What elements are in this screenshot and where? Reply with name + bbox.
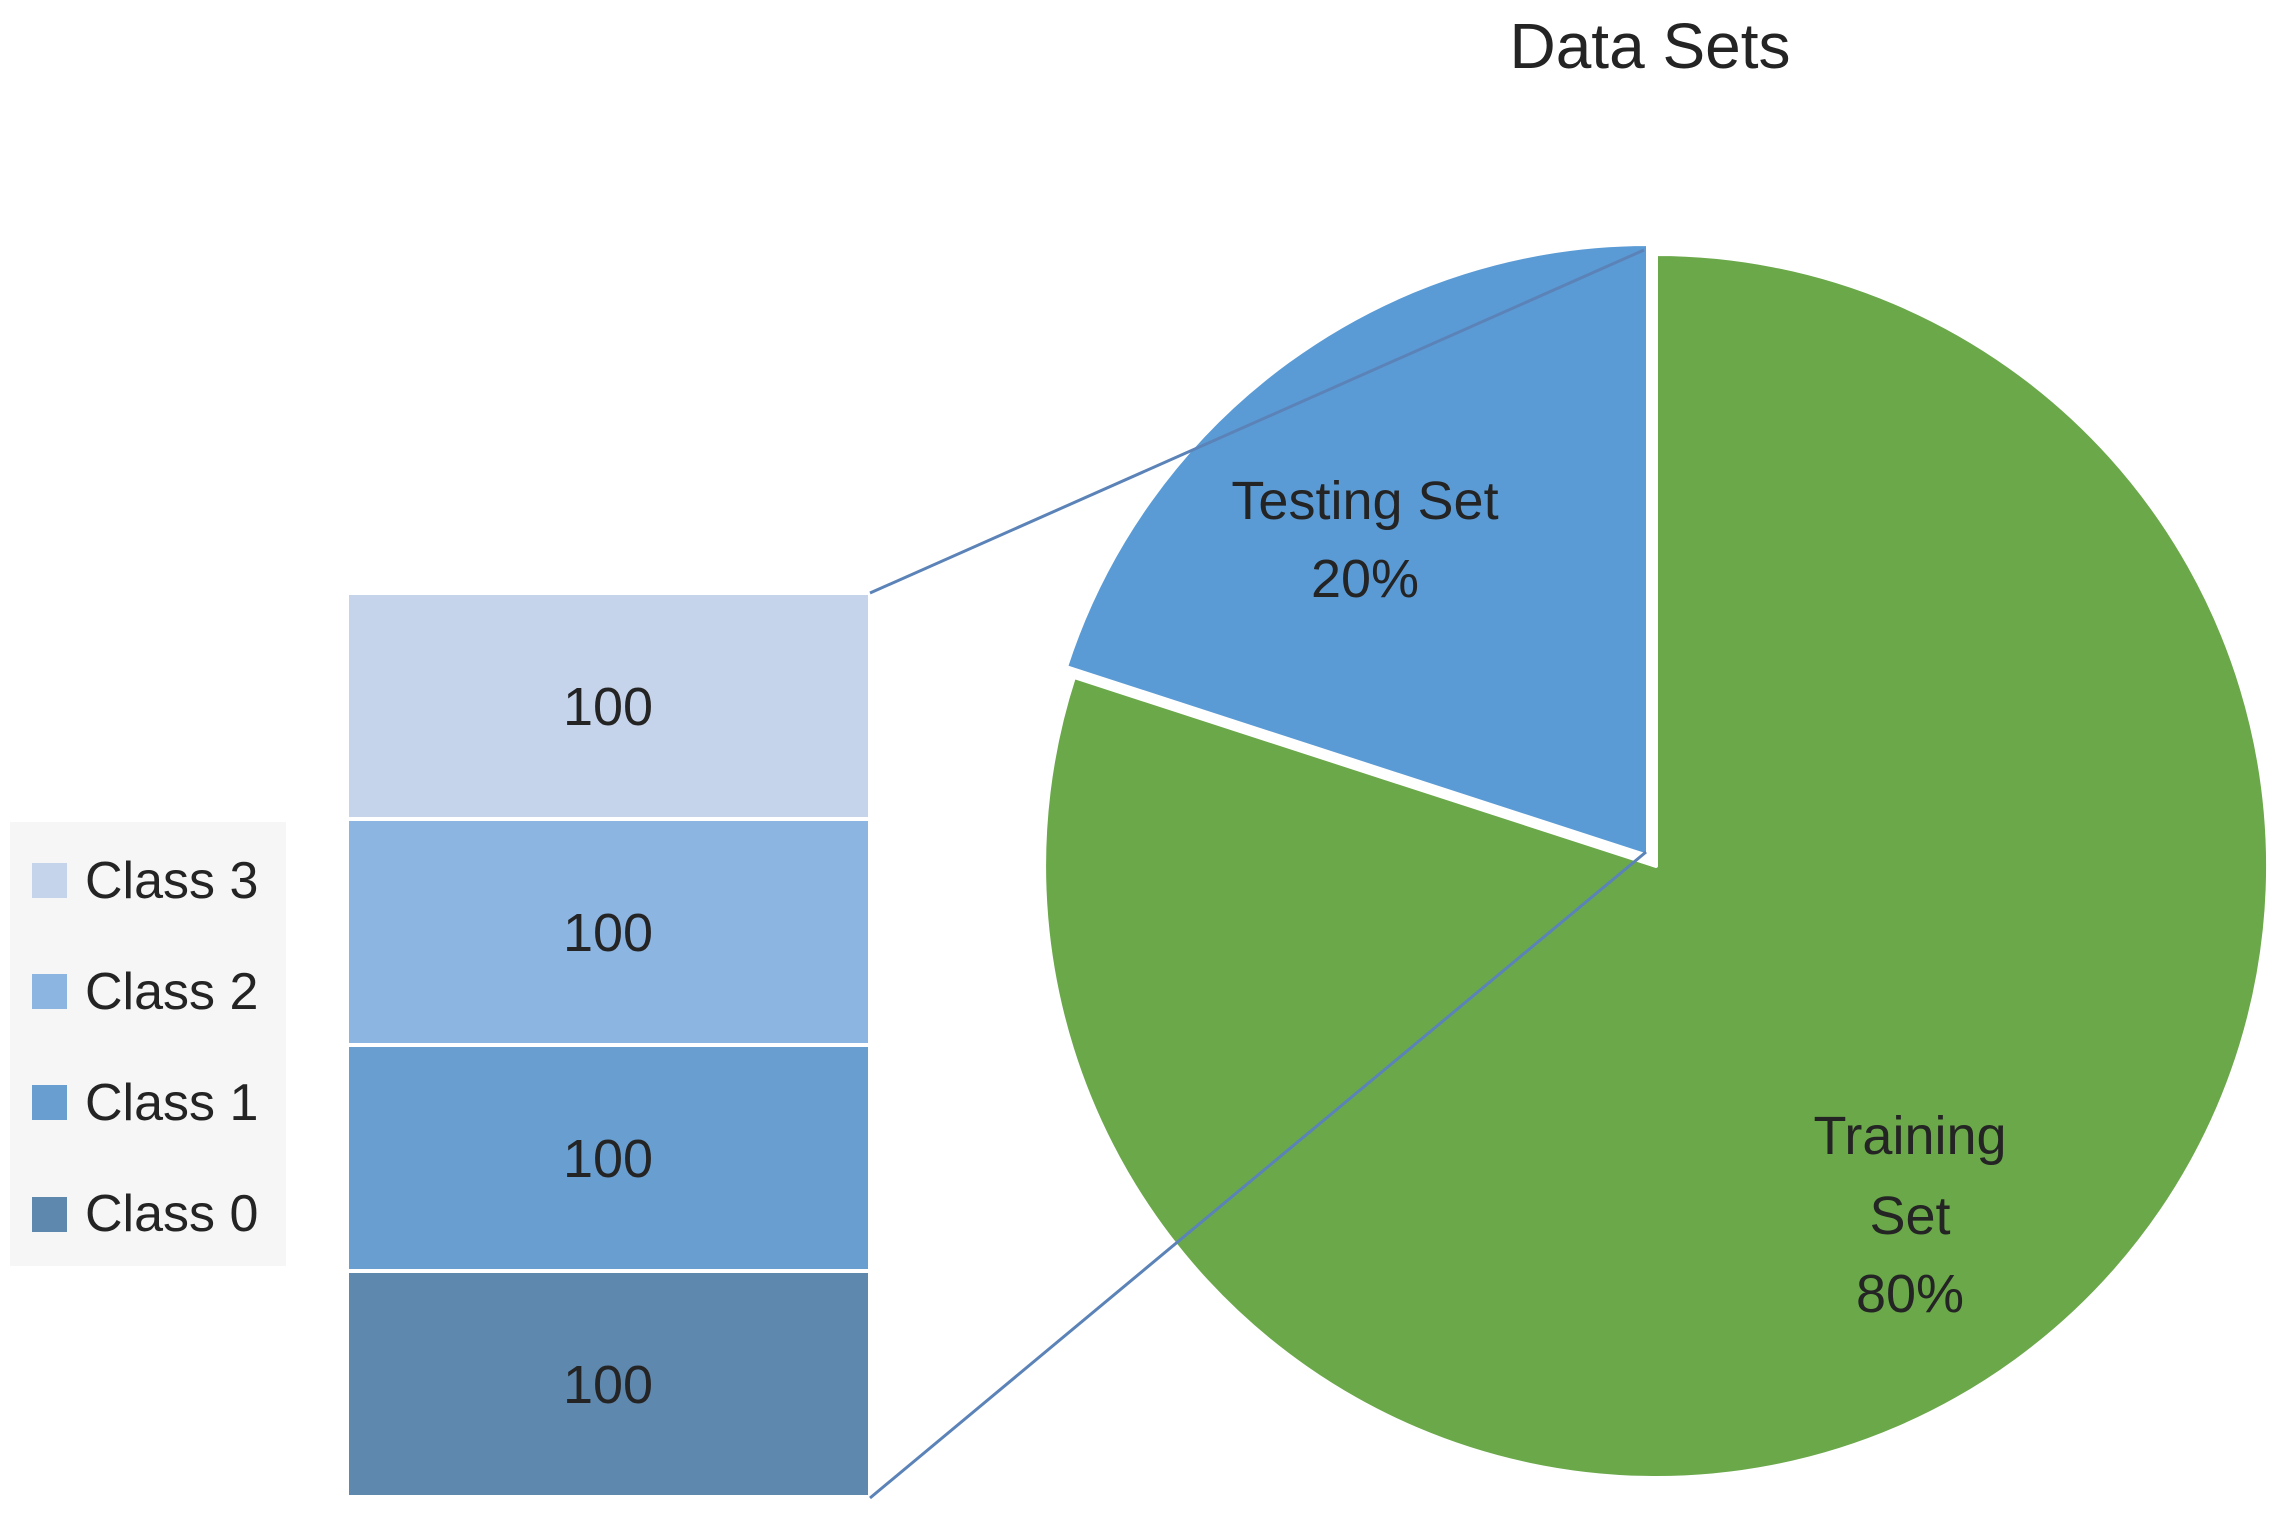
legend-item-class-1: Class 1 xyxy=(32,1074,258,1132)
legend-label-class-1: Class 1 xyxy=(85,1074,258,1132)
legend-swatch-class-0-icon xyxy=(32,1197,67,1232)
connector-line-top xyxy=(869,248,1645,595)
training-set-label-line-2: Set xyxy=(1869,1186,1950,1246)
legend: Class 3 Class 2 Class 1 Class 0 xyxy=(10,822,286,1266)
training-set-label-line-1: Training xyxy=(1813,1106,2006,1166)
testing-set-label: Testing Set 20% xyxy=(1231,471,1498,609)
legend-item-class-2: Class 2 xyxy=(32,963,258,1021)
legend-item-class-0: Class 0 xyxy=(32,1185,258,1243)
bar-value-class-1: 100 xyxy=(563,1129,653,1189)
legend-label-class-3: Class 3 xyxy=(85,852,258,910)
bar-segment-class-3 xyxy=(345,591,872,821)
training-set-label-line-3: 80% xyxy=(1856,1264,1964,1324)
pie-slice-training-set xyxy=(1042,252,2271,1480)
bar-value-labels: 100 100 100 100 xyxy=(563,677,653,1415)
legend-label-class-0: Class 0 xyxy=(85,1185,258,1243)
bar-segment-class-2 xyxy=(345,817,872,1047)
bar-segment-class-0 xyxy=(345,1269,872,1499)
bar-value-class-2: 100 xyxy=(563,903,653,963)
pie-slice-testing-set xyxy=(1064,242,1650,858)
breakdown-stacked-bar xyxy=(345,591,872,1499)
connector-lines xyxy=(869,248,1647,1500)
legend-swatch-class-2-icon xyxy=(32,974,67,1009)
testing-set-label-line-2: 20% xyxy=(1311,549,1419,609)
connector-line-bottom xyxy=(869,850,1647,1500)
legend-swatch-class-3-icon xyxy=(32,863,67,898)
pie xyxy=(1042,242,2271,1480)
chart-title: Data Sets xyxy=(1509,10,1790,82)
legend-swatch-class-1-icon xyxy=(32,1085,67,1120)
legend-item-class-3: Class 3 xyxy=(32,852,258,910)
pie-data-labels: Testing Set 20% Training Set 80% xyxy=(1231,471,2006,1324)
bar-value-class-3: 100 xyxy=(563,677,653,737)
bar-value-class-0: 100 xyxy=(563,1355,653,1415)
bar-segment-class-1 xyxy=(345,1043,872,1273)
testing-set-label-line-1: Testing Set xyxy=(1231,471,1498,531)
training-set-label: Training Set 80% xyxy=(1813,1106,2006,1324)
legend-label-class-2: Class 2 xyxy=(85,963,258,1021)
